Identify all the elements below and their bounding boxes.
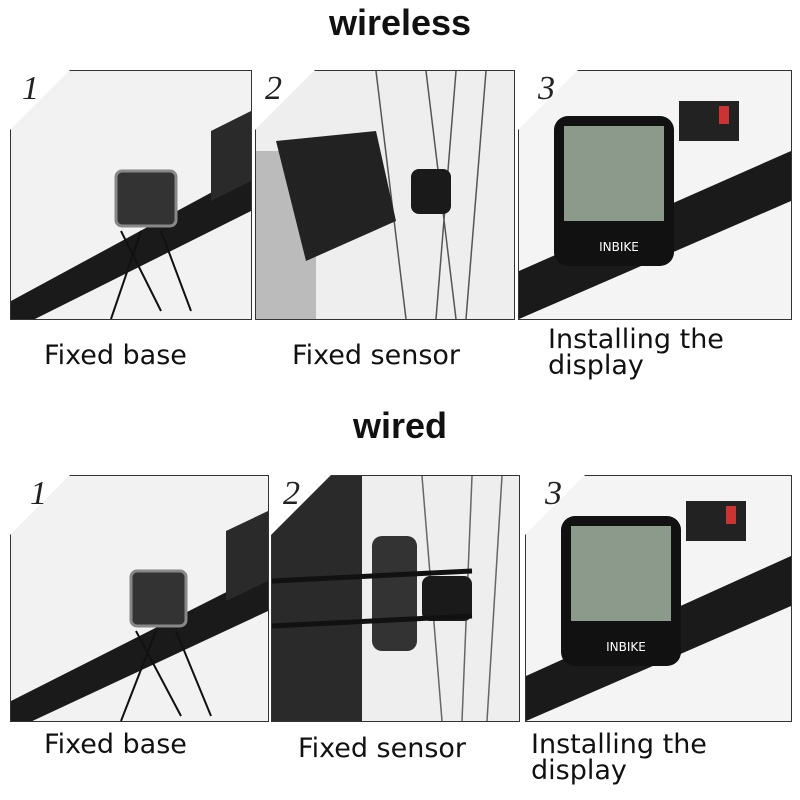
step-number: 1 [30, 475, 47, 512]
step-number: 1 [22, 70, 39, 107]
wireless-title: wireless [328, 2, 472, 43]
wireless-step3-photo: INBIKE [518, 70, 792, 320]
wired-step2-photo [271, 475, 520, 722]
step-number: 3 [538, 70, 555, 107]
step-caption: Fixed base [44, 340, 187, 371]
step-caption: Fixed base [44, 729, 187, 760]
step-number: 3 [545, 475, 562, 512]
wireless-step2-photo [255, 70, 515, 320]
step-caption-line1: Installing the [548, 324, 724, 355]
brand-logo: INBIKE [599, 240, 639, 254]
brand-logo: INBIKE [606, 640, 646, 654]
step-caption-line2: display [548, 350, 644, 381]
step-caption: Fixed sensor [292, 340, 461, 371]
wireless-step1-photo [10, 70, 252, 320]
step-caption-line1: Installing the [531, 729, 707, 760]
step-number: 2 [283, 475, 300, 512]
wired-step1-photo [10, 475, 269, 722]
wired-title: wired [352, 405, 448, 446]
step-number: 2 [265, 70, 282, 107]
step-caption: Fixed sensor [298, 733, 467, 764]
step-caption-line2: display [531, 755, 627, 786]
wired-step3-photo: INBIKE [525, 475, 792, 722]
